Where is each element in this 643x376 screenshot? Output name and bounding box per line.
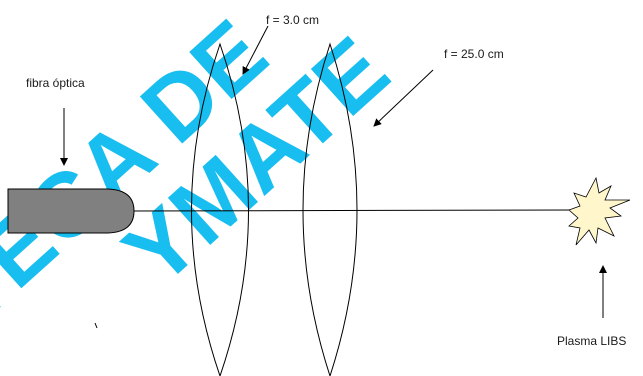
optical-axis-line (129, 209, 577, 212)
plasma-label: Plasma LIBS (557, 334, 626, 348)
lens-2 (302, 42, 358, 376)
fiber-label: fibra óptica (26, 76, 85, 90)
stray-mark (94, 322, 98, 329)
lens2-label-arrow (373, 69, 434, 127)
lens1-focal-label: f = 3.0 cm (266, 13, 319, 27)
lens1-label-arrow (242, 25, 269, 75)
lens-1 (191, 42, 249, 376)
plasma-starburst (568, 176, 631, 246)
watermark: TECA DE YMATE (0, 1, 408, 345)
lens2-focal-label: f = 25.0 cm (444, 47, 504, 61)
optical-fiber-tip (7, 188, 135, 234)
